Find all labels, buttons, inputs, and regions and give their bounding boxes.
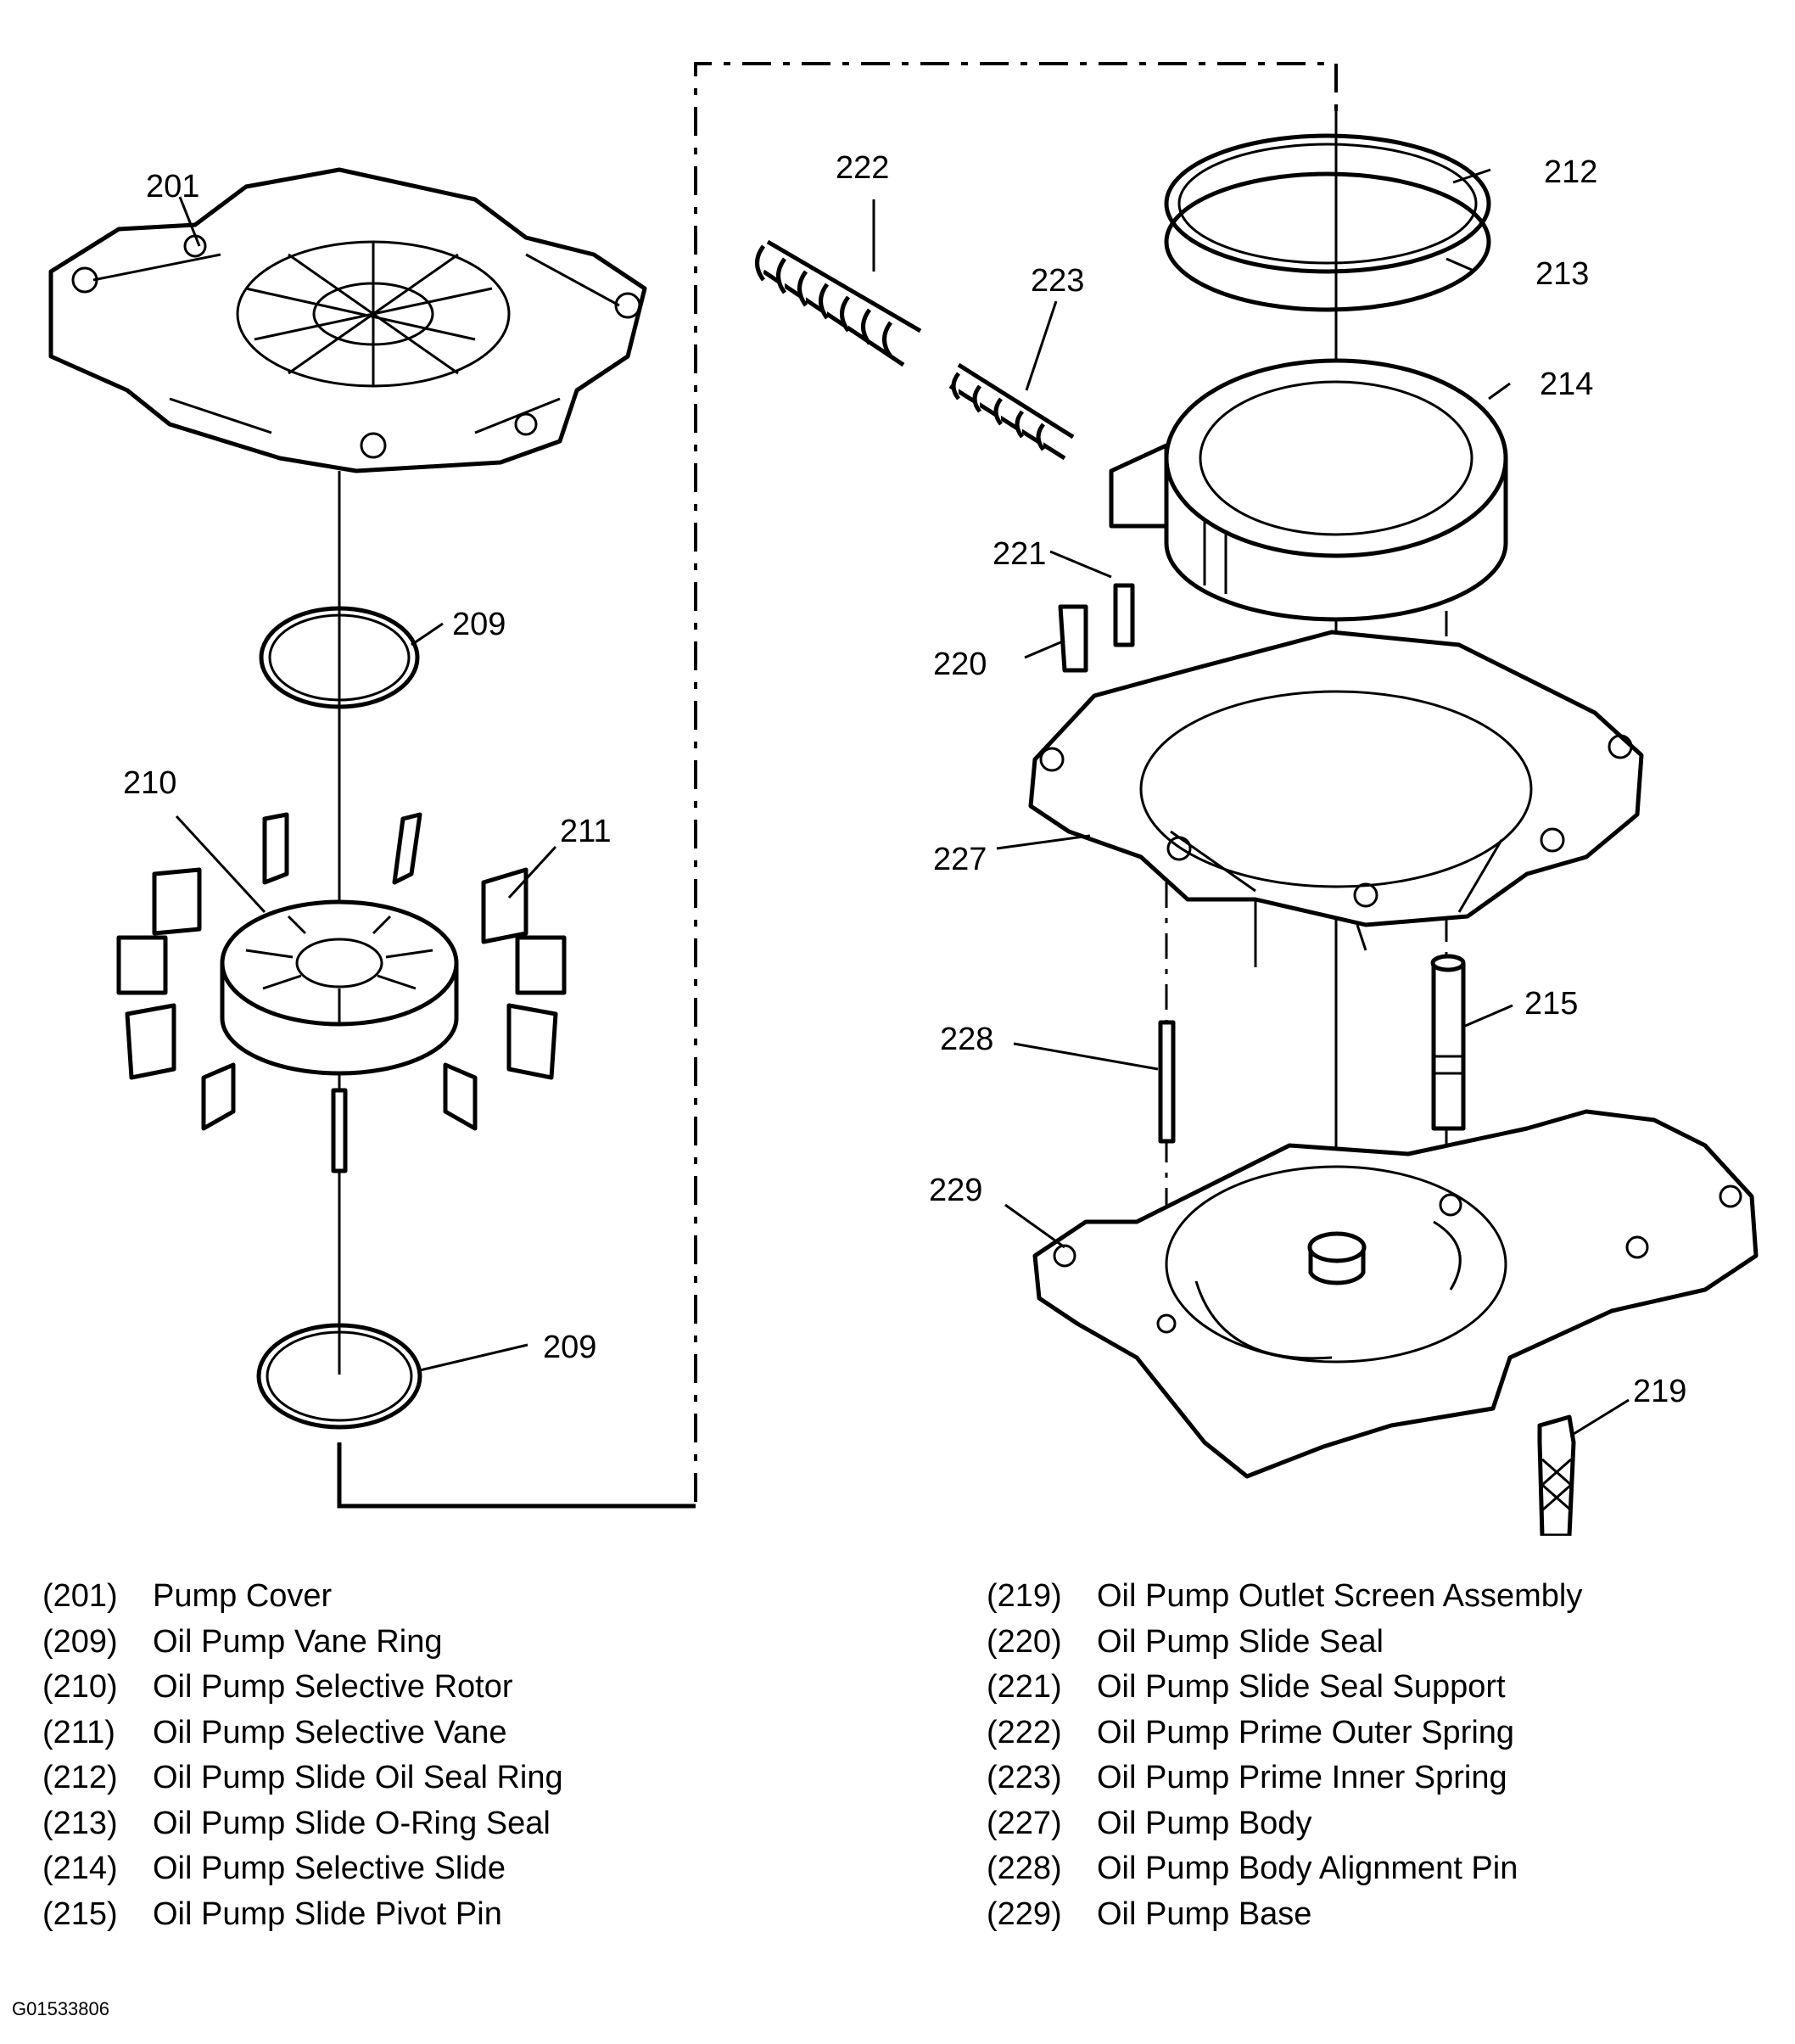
legend-row: (209) Oil Pump Vane Ring [42,1620,563,1666]
legend-num: (201) [42,1578,118,1614]
legend-name: Oil Pump Slide Pivot Pin [153,1896,502,1932]
legend-num: (229) [987,1896,1062,1932]
legend-name: Oil Pump Prime Inner Spring [1097,1760,1507,1795]
legend-row: (201) Pump Cover [42,1574,563,1620]
callout-227: 227 [933,842,987,877]
legend-name: Oil Pump Selective Rotor [153,1669,513,1705]
slide-seal-support [1113,583,1135,647]
legend-num: (221) [987,1669,1062,1705]
legend-num: (228) [987,1851,1062,1886]
legend-row: (214) Oil Pump Selective Slide [42,1846,563,1892]
legend-row: (215) Oil Pump Slide Pivot Pin [42,1892,563,1938]
legend-row: (223) Oil Pump Prime Inner Spring [987,1756,1582,1801]
callout-212: 212 [1544,154,1597,190]
legend-num: (210) [42,1669,118,1705]
body-alignment-pin [1158,1020,1176,1144]
callout-223: 223 [1031,263,1084,299]
vane-ring-top [259,606,420,709]
legend-left: (201)Pump Cover (209)Oil Pump Vane Ring … [42,1574,563,1937]
vane-ring-top-inner [268,613,411,702]
legend-num: (212) [42,1760,118,1795]
legend-row: (220) Oil Pump Slide Seal [987,1620,1582,1666]
legend-row: (228) Oil Pump Body Alignment Pin [987,1846,1582,1892]
legend-name: Oil Pump Base [1097,1896,1312,1932]
callout-221: 221 [993,536,1046,572]
legend-name: Oil Pump Prime Outer Spring [1097,1714,1515,1750]
legend-row: (227) Oil Pump Body [987,1801,1582,1847]
legend-num: (214) [42,1851,118,1886]
assembly-path-solid [337,1442,696,1509]
pump-base [1032,1109,1759,1479]
callout-213: 213 [1535,256,1589,292]
leader-lines [175,168,1630,1436]
prime-outer-spring [755,239,922,367]
legend-name: Oil Pump Vane Ring [153,1623,443,1660]
callout-229: 229 [929,1173,982,1208]
legend-name: Oil Pump Slide Oil Seal Ring [153,1760,563,1795]
slide-oil-seal-ring-inner [1177,143,1478,265]
exploded-view-diagram: 201 209 209 210 211 212 213 214 215 219 … [48,62,1759,1536]
figure-code: G01533806 [12,1998,109,2019]
legend-num: (223) [987,1760,1062,1795]
legend-num: (215) [42,1896,118,1932]
callout-215: 215 [1524,986,1578,1022]
legend-num: (213) [42,1805,118,1841]
slide-pivot-pin [1430,954,1466,1131]
assembly-path-dashed [694,62,1338,1502]
legend-name: Oil Pump Slide Seal Support [1097,1669,1506,1705]
legend-num: (211) [42,1714,115,1750]
legend-row: (221) Oil Pump Slide Seal Support [987,1665,1582,1711]
legend-num: (220) [987,1623,1062,1660]
legend-num: (219) [987,1578,1062,1614]
callout-209-top: 209 [452,607,506,642]
callout-210: 210 [123,765,176,801]
legend-num: (227) [987,1805,1062,1841]
legend-row: (210) Oil Pump Selective Rotor [42,1665,563,1711]
legend-row: (211) Oil Pump Selective Vane [42,1711,563,1756]
selective-slide [1109,358,1508,622]
callout-222: 222 [836,150,889,186]
legend-name: Oil Pump Slide O-Ring Seal [153,1805,551,1841]
legend-name: Oil Pump Selective Slide [153,1851,506,1886]
callout-209-bottom: 209 [543,1330,596,1365]
legend-num: (222) [987,1714,1062,1750]
callout-219: 219 [1633,1374,1686,1409]
callout-214: 214 [1540,367,1593,402]
legend-row: (219) Oil Pump Outlet Screen Assembly [987,1574,1582,1620]
legend-row: (213) Oil Pump Slide O-Ring Seal [42,1801,563,1847]
legend-row: (212) Oil Pump Slide Oil Seal Ring [42,1756,563,1801]
selective-rotor [220,899,459,1076]
legend-name: Oil Pump Body Alignment Pin [1097,1851,1518,1886]
legend-row: (229) Oil Pump Base [987,1892,1582,1938]
callout-211: 211 [560,814,612,849]
prime-inner-spring [948,362,1075,461]
callout-220: 220 [933,647,987,682]
legend-name: Oil Pump Slide Seal [1097,1623,1384,1660]
vane-ring-bottom-inner [266,1330,413,1422]
outlet-screen-assembly [1537,1414,1576,1536]
legend-name: Oil Pump Body [1097,1805,1312,1841]
legend-name: Pump Cover [153,1578,333,1614]
selective-vanes [116,812,567,1173]
legend-num: (209) [42,1623,118,1660]
slide-o-ring-seal [1164,171,1491,312]
slide-seal [1058,604,1088,673]
vane-ring-bottom [256,1323,422,1430]
legend-right: (219) Oil Pump Outlet Screen Assembly (22… [987,1574,1582,1937]
legend-name: Oil Pump Outlet Screen Assembly [1097,1578,1583,1614]
pump-body [1028,630,1644,967]
slide-oil-seal-ring [1164,133,1491,274]
legend-row: (222) Oil Pump Prime Outer Spring [987,1711,1582,1756]
pump-cover [48,167,647,473]
callout-228: 228 [940,1022,993,1057]
legend-name: Oil Pump Selective Vane [153,1714,507,1750]
callout-201: 201 [146,169,199,204]
